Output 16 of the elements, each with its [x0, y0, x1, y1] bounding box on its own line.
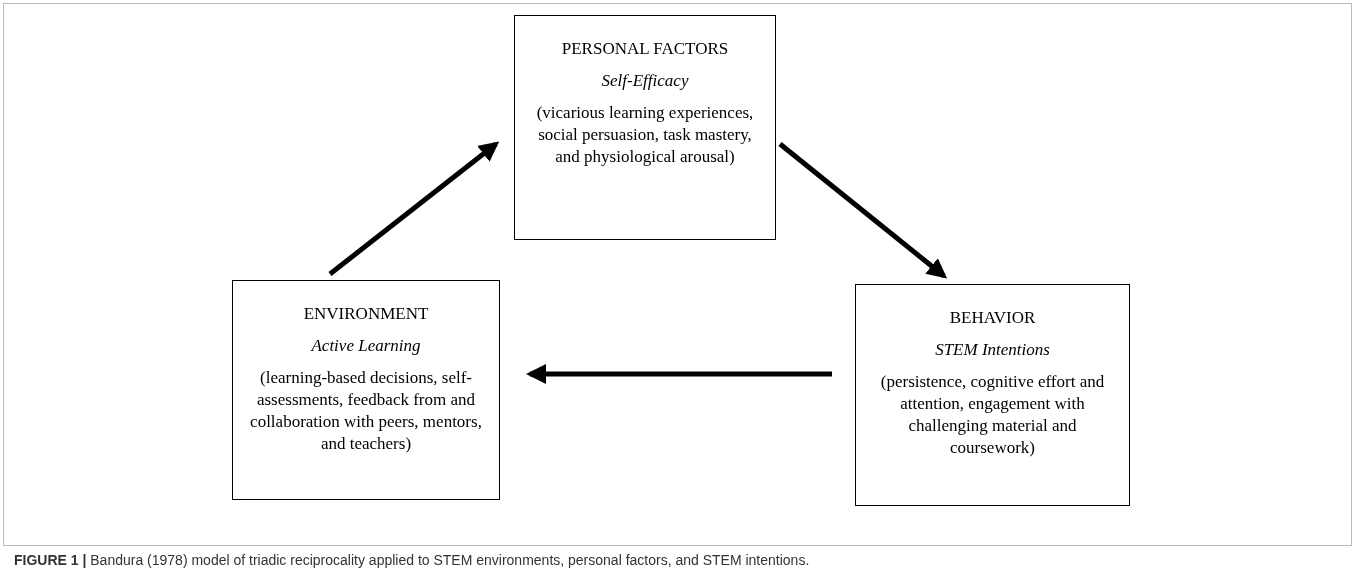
- figure-caption: FIGURE 1 | Bandura (1978) model of triadic reciprocality applied to STEM environments, personal factors, and STEM intentions.: [14, 552, 810, 568]
- factor-box: [232, 280, 500, 500]
- arrow: [328, 141, 500, 276]
- node-heading: PERSONAL FACTORS: [560, 38, 730, 60]
- factor-box: [855, 284, 1130, 506]
- node-subheading: Self-Efficacy: [600, 70, 690, 93]
- node-subheading: STEM Intentions: [934, 339, 1051, 362]
- node-heading: BEHAVIOR: [948, 307, 1037, 329]
- arrow: [778, 142, 948, 279]
- node-subheading: Active Learning: [309, 335, 422, 358]
- node-description: (vicarious learning experiences, social persuasion, task mastery, and physiological arousal): [535, 102, 755, 169]
- arrow: [526, 364, 832, 384]
- node-description: (learning-based decisions, self-assessments, feedback from and collaboration with peers, mentors, and teachers): [249, 367, 483, 456]
- node-heading: ENVIRONMENT: [302, 303, 430, 325]
- node-description: (persistence, cognitive effort and attention, engagement with challenging material and coursework): [879, 371, 1106, 460]
- factor-box: [514, 15, 776, 240]
